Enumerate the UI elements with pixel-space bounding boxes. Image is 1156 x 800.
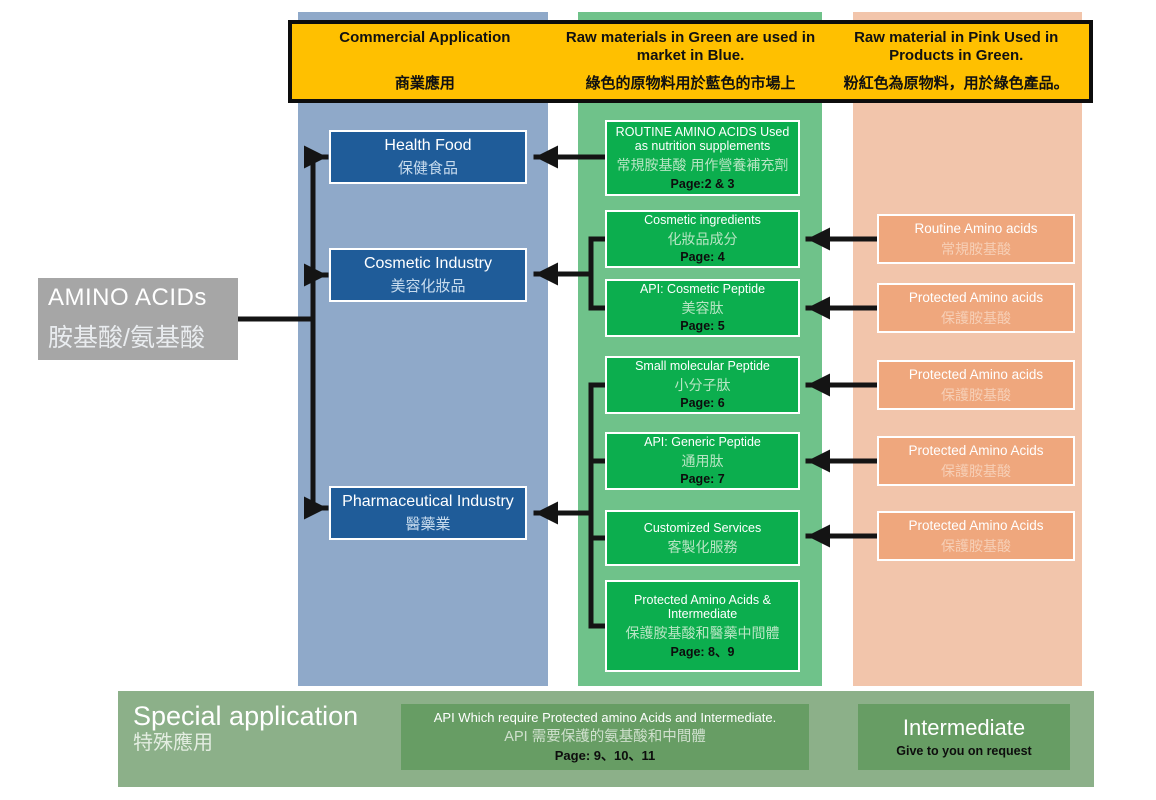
raw-material-1-en: Routine Amino acids <box>914 220 1038 236</box>
raw-material-3-zh: 保護胺基酸 <box>941 386 1011 403</box>
raw-material-routine-amino-acids: Routine Amino acids 常規胺基酸 <box>877 214 1075 264</box>
product-cosmetic-ingredients-zh: 化妝品成分 <box>667 230 738 247</box>
market-cosmetic-industry-zh: 美容化妝品 <box>390 277 466 295</box>
raw-material-4-en: Protected Amino Acids <box>908 442 1044 458</box>
product-cosmetic-ingredients-en: Cosmetic ingredients <box>644 213 761 227</box>
market-pharmaceutical-industry-zh: 醫藥業 <box>405 515 451 533</box>
product-customized-services: Customized Services 客製化服務 <box>605 510 800 566</box>
market-cosmetic-industry-en: Cosmetic Industry <box>363 254 493 272</box>
product-small-molecular-peptide-page: Page: 6 <box>680 396 725 411</box>
legend-green-to-blue-zh: 綠色的原物料用於藍色的市場上 <box>585 75 796 92</box>
product-api-cosmetic-peptide: API: Cosmetic Peptide 美容肽 Page: 5 <box>605 279 800 337</box>
product-protected-amino-acids-intermediate: Protected Amino Acids & Intermediate 保護胺… <box>605 580 800 672</box>
root-en: AMINO ACIDs <box>48 284 207 311</box>
product-small-molecular-peptide: Small molecular Peptide 小分子肽 Page: 6 <box>605 356 800 414</box>
api-protected-requirement-page: Page: 9、10、11 <box>554 748 656 764</box>
legend-pink-to-green-zh: 粉紅色為原物料，用於綠色產品。 <box>843 75 1069 92</box>
intermediate-box: Intermediate Give to you on request <box>858 704 1070 770</box>
product-customized-services-en: Customized Services <box>643 520 762 535</box>
raw-material-protected-amino-acids-3: Protected Amino Acids 保護胺基酸 <box>877 436 1075 486</box>
legend-pink-to-green: Raw material in Pink Used in Products in… <box>823 24 1089 99</box>
special-application-title: Special application 特殊應用 <box>133 701 358 755</box>
raw-material-3-en: Protected Amino acids <box>908 366 1044 382</box>
product-routine-amino-acids: ROUTINE AMINO ACIDS Used as nutrition su… <box>605 120 800 196</box>
market-health-food: Health Food 保健食品 <box>329 130 527 184</box>
market-cosmetic-industry: Cosmetic Industry 美容化妝品 <box>329 248 527 302</box>
special-application-title-en: Special application <box>133 701 359 731</box>
raw-material-1-zh: 常規胺基酸 <box>941 240 1011 257</box>
api-protected-requirement-en: API Which require Protected amino Acids … <box>433 709 777 725</box>
product-small-molecular-peptide-zh: 小分子肽 <box>674 376 731 393</box>
special-application-title-zh: 特殊應用 <box>133 732 213 755</box>
product-cosmetic-ingredients-page: Page: 4 <box>680 250 725 265</box>
market-pharmaceutical-industry-en: Pharmaceutical Industry <box>342 492 514 510</box>
product-api-cosmetic-peptide-page: Page: 5 <box>680 319 725 334</box>
product-api-generic-peptide-en: API: Generic Peptide <box>644 435 761 449</box>
legend-green-to-blue: Raw materials in Green are used in marke… <box>558 24 824 99</box>
product-cosmetic-ingredients: Cosmetic ingredients 化妝品成分 Page: 4 <box>605 210 800 268</box>
raw-material-2-en: Protected Amino acids <box>908 289 1044 305</box>
legend-commercial-application: Commercial Application 商業應用 <box>292 24 558 99</box>
product-routine-amino-acids-page: Page:2 & 3 <box>670 176 735 191</box>
raw-material-protected-amino-acids-2: Protected Amino acids 保護胺基酸 <box>877 360 1075 410</box>
legend-green-to-blue-en: Raw materials in Green are used in marke… <box>565 29 816 64</box>
market-pharmaceutical-industry: Pharmaceutical Industry 醫藥業 <box>329 486 527 540</box>
product-small-molecular-peptide-en: Small molecular Peptide <box>635 359 770 373</box>
legend-pink-to-green-en: Raw material in Pink Used in Products in… <box>854 29 1059 64</box>
raw-material-4-zh: 保護胺基酸 <box>941 462 1011 479</box>
raw-material-protected-amino-acids-4: Protected Amino Acids 保護胺基酸 <box>877 511 1075 561</box>
market-health-food-en: Health Food <box>384 136 472 154</box>
raw-material-2-zh: 保護胺基酸 <box>941 309 1011 326</box>
root-zh: 胺基酸/氨基酸 <box>48 324 205 352</box>
product-api-cosmetic-peptide-zh: 美容肽 <box>681 299 724 316</box>
api-protected-requirement-box: API Which require Protected amino Acids … <box>401 704 809 770</box>
legend-banner: Commercial Application 商業應用 Raw material… <box>288 20 1093 103</box>
product-protected-amino-acids-intermediate-en: Protected Amino Acids & Intermediate <box>634 592 771 622</box>
product-api-generic-peptide-page: Page: 7 <box>680 472 725 487</box>
raw-materials-column-background <box>853 12 1082 686</box>
raw-material-5-zh: 保護胺基酸 <box>941 537 1011 554</box>
product-protected-amino-acids-intermediate-zh: 保護胺基酸和醫藥中間體 <box>625 625 780 642</box>
product-routine-amino-acids-en: ROUTINE AMINO ACIDS Used as nutrition su… <box>615 124 790 154</box>
product-api-generic-peptide: API: Generic Peptide 通用肽 Page: 7 <box>605 432 800 490</box>
special-application-band: Special application 特殊應用 API Which requi… <box>118 691 1094 787</box>
legend-commercial-zh: 商業應用 <box>394 75 455 92</box>
raw-material-protected-amino-acids-1: Protected Amino acids 保護胺基酸 <box>877 283 1075 333</box>
product-api-generic-peptide-zh: 通用肽 <box>681 452 724 469</box>
legend-commercial-en: Commercial Application <box>339 29 511 46</box>
product-api-cosmetic-peptide-en: API: Cosmetic Peptide <box>639 282 766 296</box>
product-protected-amino-acids-intermediate-page: Page: 8、9 <box>670 644 735 659</box>
product-customized-services-zh: 客製化服務 <box>667 538 738 555</box>
intermediate-label: Intermediate <box>902 715 1026 741</box>
product-routine-amino-acids-zh: 常規胺基酸 用作營養補充劑 <box>616 157 789 174</box>
raw-material-5-en: Protected Amino Acids <box>908 517 1044 533</box>
root-amino-acids-node: AMINO ACIDs 胺基酸/氨基酸 <box>38 278 238 360</box>
intermediate-note: Give to you on request <box>896 743 1032 758</box>
market-health-food-zh: 保健食品 <box>397 159 458 177</box>
markets-column-background <box>298 12 548 686</box>
api-protected-requirement-zh: API 需要保護的氨基酸和中間體 <box>504 728 706 745</box>
